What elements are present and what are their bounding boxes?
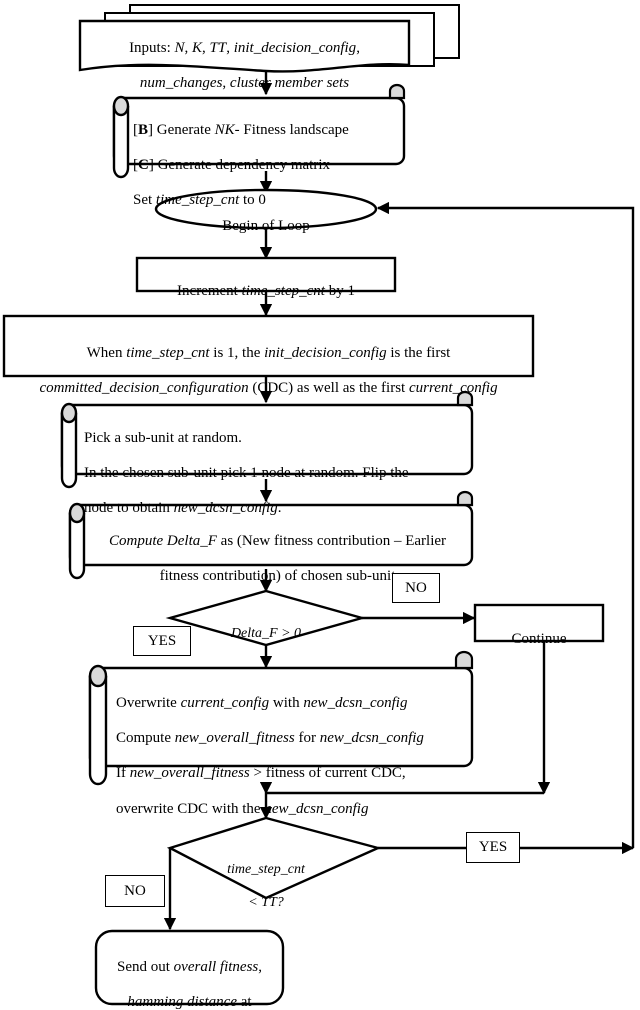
node-inputs-shape: [78, 4, 460, 73]
node-send-out-shape: [94, 929, 285, 1006]
edge-label-delta-no: NO: [392, 573, 440, 603]
node-generate-shape: [112, 83, 406, 179]
node-pick-subunit-shape: [60, 390, 474, 489]
node-overwrite-shape: [88, 650, 474, 786]
edge-label-loop-yes: YES: [466, 832, 520, 863]
edge-group: [163, 72, 551, 931]
edge-label-delta-yes: YES: [133, 626, 191, 656]
node-when-first-shape: [2, 314, 535, 378]
node-compute-delta-shape: [68, 490, 474, 580]
node-increment-shape: [135, 256, 397, 293]
node-decision-loop-shape: [166, 816, 382, 900]
node-continue-shape: [473, 603, 605, 643]
node-begin-loop-shape: [154, 188, 378, 230]
node-decision-delta-shape: [165, 589, 367, 647]
edge-loop-yes-up: [376, 201, 635, 848]
edge-label-loop-no: NO: [105, 875, 165, 907]
